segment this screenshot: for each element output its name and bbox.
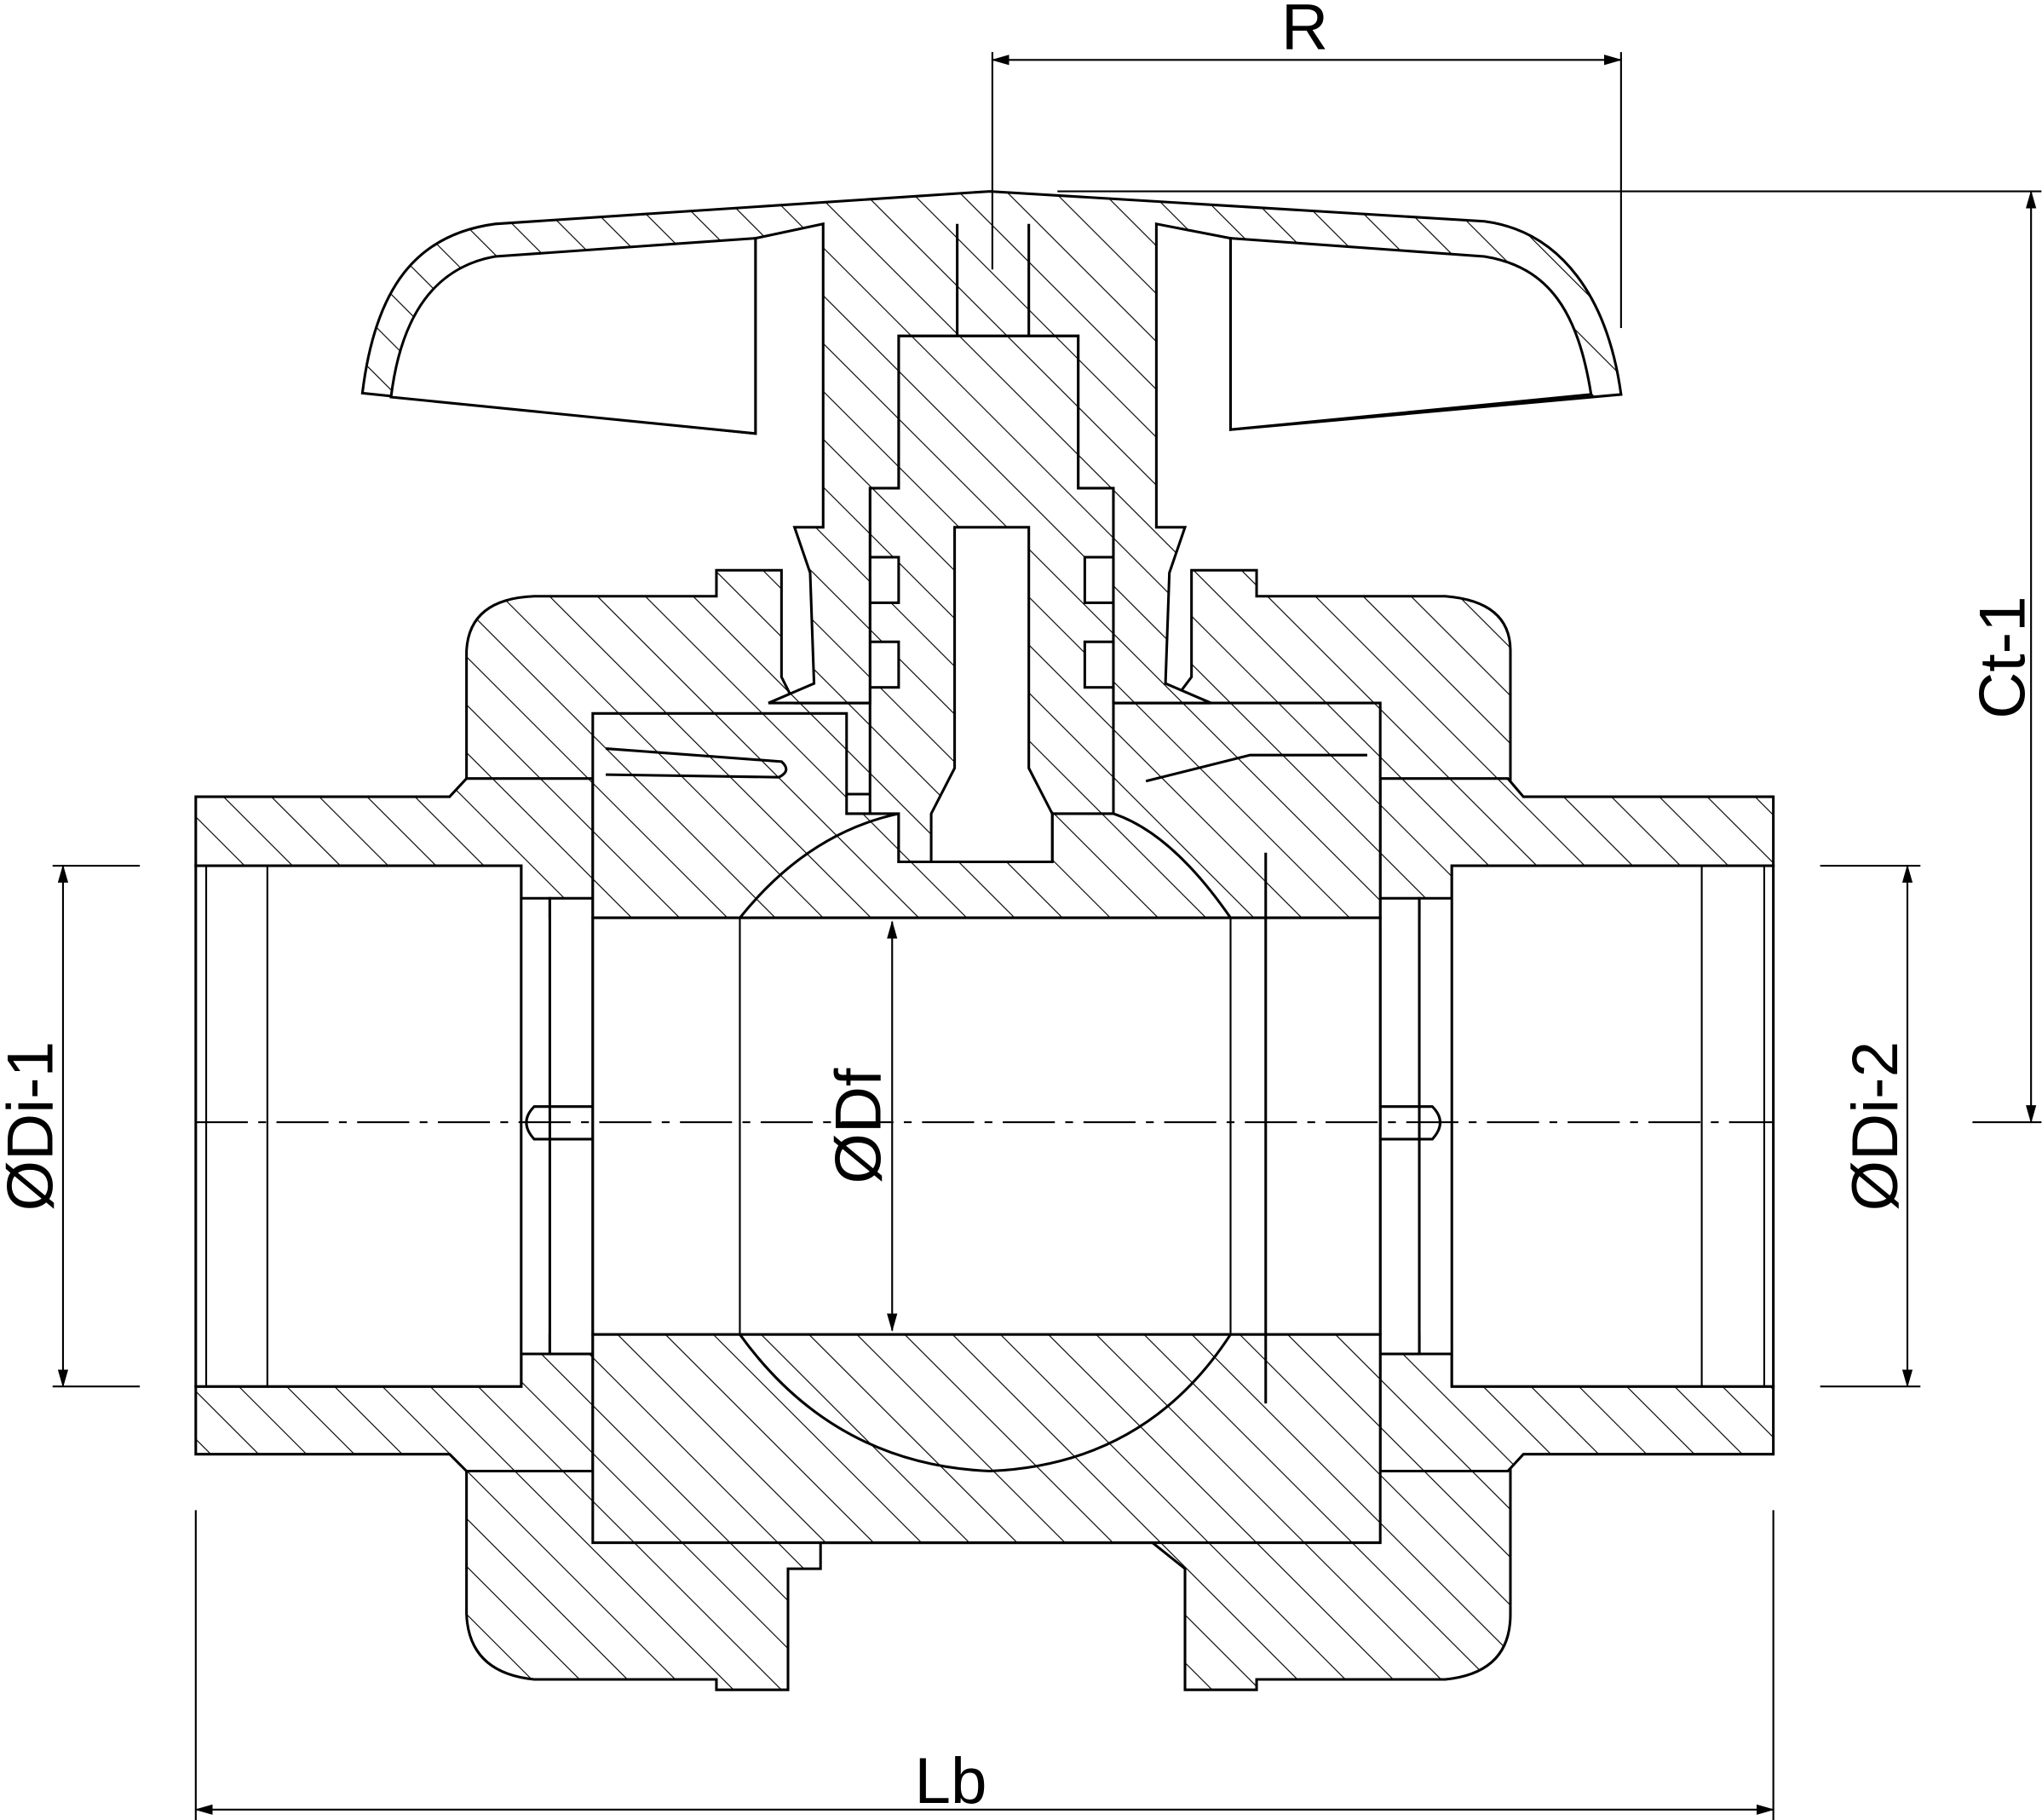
dimension-di2: ØDi-2 [1820, 864, 1921, 1388]
valve-handle[interactable] [360, 190, 1623, 705]
valve-body [591, 701, 1382, 1545]
dimension-label-ct1: Ct-1 [1967, 596, 2039, 718]
dimension-label-r: R [1281, 0, 1328, 64]
dimension-label-di2: ØDi-2 [1839, 1041, 1912, 1211]
end-connector-right [1378, 777, 1775, 1473]
valve-stem [868, 334, 1115, 863]
dimension-label-di1: ØDi-1 [0, 1041, 67, 1211]
end-connector-left [194, 777, 595, 1473]
dimension-ct1: Ct-1 [1057, 190, 2042, 1124]
dimension-label-df: ØDf [822, 1068, 894, 1184]
dimension-r: R [991, 0, 1623, 329]
dimension-label-lb: Lb [915, 1745, 987, 1817]
dimension-lb: Lb [194, 1510, 1775, 1820]
dimension-di1: ØDi-1 [0, 864, 141, 1388]
dimension-df: ØDf [822, 920, 898, 1333]
